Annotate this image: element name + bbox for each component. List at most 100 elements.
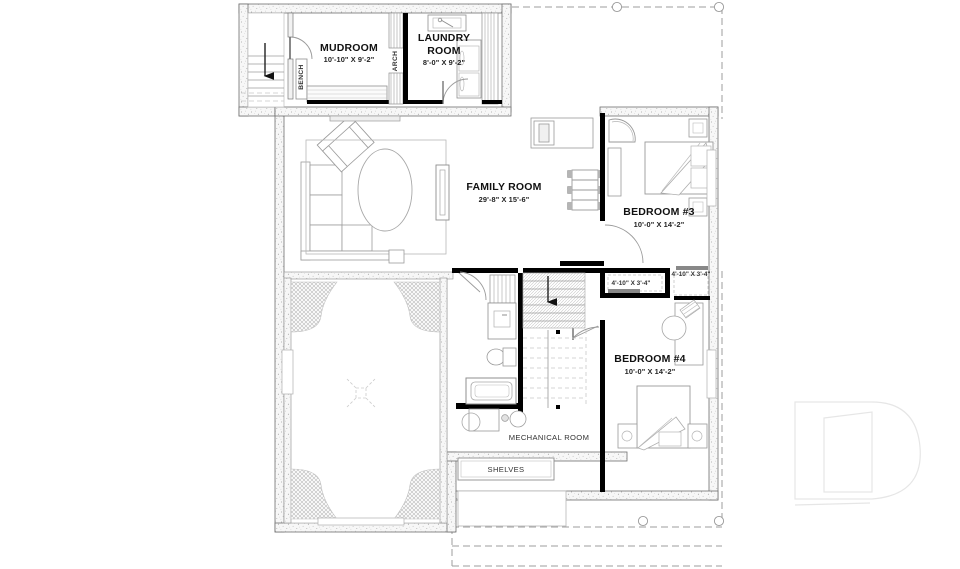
label-bedroom3-dim: 10'-0" X 14'-2" bbox=[634, 220, 685, 229]
bench-mudroom bbox=[295, 58, 308, 100]
door-swing-mudroom bbox=[289, 36, 313, 60]
furniture-nightstand-b4-left bbox=[617, 423, 638, 449]
mudroom-cabinet-run bbox=[306, 85, 388, 103]
post-marker bbox=[713, 515, 725, 527]
furniture-armchair bbox=[316, 115, 375, 173]
label-closet-bedroom4: 4'-10" X 3'-4" bbox=[672, 271, 711, 278]
closet-bedroom4-shelf bbox=[673, 274, 709, 296]
label-family-dim: 29'-8" X 15'-6" bbox=[479, 195, 530, 204]
laundry-shelving bbox=[481, 12, 499, 105]
furniture-nightstand-b4-right bbox=[687, 423, 708, 449]
closets bbox=[607, 266, 709, 296]
wall-left-main bbox=[274, 106, 285, 533]
wall-hall-north bbox=[523, 268, 600, 273]
mech-equipment bbox=[461, 408, 527, 432]
corner-hatch-bl bbox=[290, 468, 338, 520]
label-mechanical-room: MECHANICAL ROOM bbox=[509, 433, 590, 442]
wall-laundry-south-right bbox=[482, 100, 502, 104]
label-closet-bedroom3: 4'-10" X 3'-4" bbox=[612, 280, 651, 287]
laundry-sink bbox=[427, 14, 467, 32]
window-bedroom3-east bbox=[706, 149, 717, 207]
furniture-console-north bbox=[329, 115, 401, 122]
unfinished-wall-left bbox=[283, 277, 292, 524]
bath-tub bbox=[465, 377, 517, 405]
label-bench: BENCH bbox=[298, 64, 305, 89]
closet-bedroom4-rod bbox=[676, 266, 708, 270]
wall-closet3-north bbox=[600, 268, 670, 273]
wall-closet3-west bbox=[600, 268, 605, 298]
wall-mudroom-west-top bbox=[287, 12, 294, 38]
stair-lower-flight bbox=[523, 330, 587, 405]
wall-left-stairwell bbox=[238, 3, 249, 117]
door-swing-bedroom3 bbox=[604, 224, 644, 264]
wall-north-bedrooms bbox=[599, 106, 719, 117]
label-arch: ARCH bbox=[392, 51, 399, 72]
label-laundry-name2: ROOM bbox=[427, 45, 461, 57]
logo-d-watermark bbox=[794, 401, 921, 506]
furniture-shelf-rack bbox=[567, 169, 603, 211]
furniture-fireplace bbox=[435, 164, 450, 221]
post-marker bbox=[713, 1, 725, 13]
wall-closet4-north bbox=[674, 296, 710, 300]
center-column-marker bbox=[346, 378, 376, 408]
laundry-appliances bbox=[456, 39, 482, 99]
wall-bedroom3-west bbox=[600, 113, 605, 221]
door-leaf-bathroom bbox=[457, 271, 481, 293]
bath-toilet bbox=[486, 347, 517, 367]
stair-run bbox=[247, 12, 285, 108]
wall-bedroom4-west bbox=[600, 320, 605, 492]
wall-closet-divider bbox=[665, 268, 670, 298]
room-bathroom bbox=[452, 268, 517, 405]
furniture-bed-bedroom3 bbox=[644, 141, 714, 196]
label-mudroom-name: MUDROOM bbox=[320, 42, 378, 54]
stair-center bbox=[522, 272, 587, 409]
label-bedroom4-dim: 10'-0" X 14'-2" bbox=[625, 367, 676, 376]
wall-stairwell-bottom bbox=[238, 106, 276, 117]
logo-outer-shape bbox=[794, 401, 921, 500]
corner-hatch-tr bbox=[393, 281, 441, 333]
door-jamb-bathroom bbox=[452, 268, 460, 273]
corner-hatch-br bbox=[393, 468, 441, 520]
unfinished-wall-right bbox=[439, 277, 448, 524]
wall-south-jog bbox=[446, 451, 457, 533]
label-laundry-dim: 8'-0" X 9'-2" bbox=[423, 58, 466, 67]
bath-vanity bbox=[487, 302, 517, 340]
wall-bath-north bbox=[456, 268, 518, 273]
wall-north-family bbox=[274, 106, 512, 117]
deck-outline bbox=[451, 6, 723, 567]
window-unfinished-left bbox=[281, 349, 294, 395]
wall-laundry-west bbox=[403, 13, 408, 104]
room-bedroom3 bbox=[560, 118, 717, 266]
wall-mudroom-west-bottom bbox=[287, 58, 294, 100]
window-bedroom4-east bbox=[706, 349, 717, 399]
room-laundry bbox=[403, 12, 502, 105]
furniture-oval-table bbox=[357, 148, 413, 232]
wall-closet3-south bbox=[600, 293, 670, 298]
storage-floor bbox=[457, 490, 567, 527]
furniture-table-north bbox=[530, 117, 594, 149]
furniture-sectional-sofa bbox=[300, 161, 390, 261]
stair-upper-left bbox=[241, 12, 285, 108]
furniture-ottoman bbox=[388, 249, 405, 264]
post-marker bbox=[637, 515, 649, 527]
window-unfinished-bottom bbox=[317, 517, 405, 526]
wall-bedroom4-jog bbox=[600, 320, 605, 326]
mudroom-base-wall bbox=[307, 100, 389, 104]
wall-top-upper bbox=[238, 3, 512, 14]
unfinished-wall-top bbox=[283, 271, 454, 280]
stair-run-center bbox=[522, 272, 586, 329]
label-family-name: FAMILY ROOM bbox=[466, 181, 541, 193]
furniture-bed-bedroom4 bbox=[636, 385, 691, 451]
label-shelves: SHELVES bbox=[488, 465, 525, 474]
deck-post-markers bbox=[611, 1, 725, 527]
unfinished-space bbox=[281, 271, 454, 526]
door-header-bedroom3 bbox=[560, 261, 604, 266]
door-swing-bathroom bbox=[457, 271, 487, 301]
stair-post-marker bbox=[556, 330, 560, 334]
mech-shelves bbox=[457, 457, 555, 481]
closet-bedroom3-rod bbox=[608, 289, 640, 293]
bedroom-partition-walls bbox=[456, 113, 710, 492]
wall-laundry-south-left bbox=[408, 100, 443, 104]
label-bedroom3-name: BEDROOM #3 bbox=[623, 206, 694, 218]
